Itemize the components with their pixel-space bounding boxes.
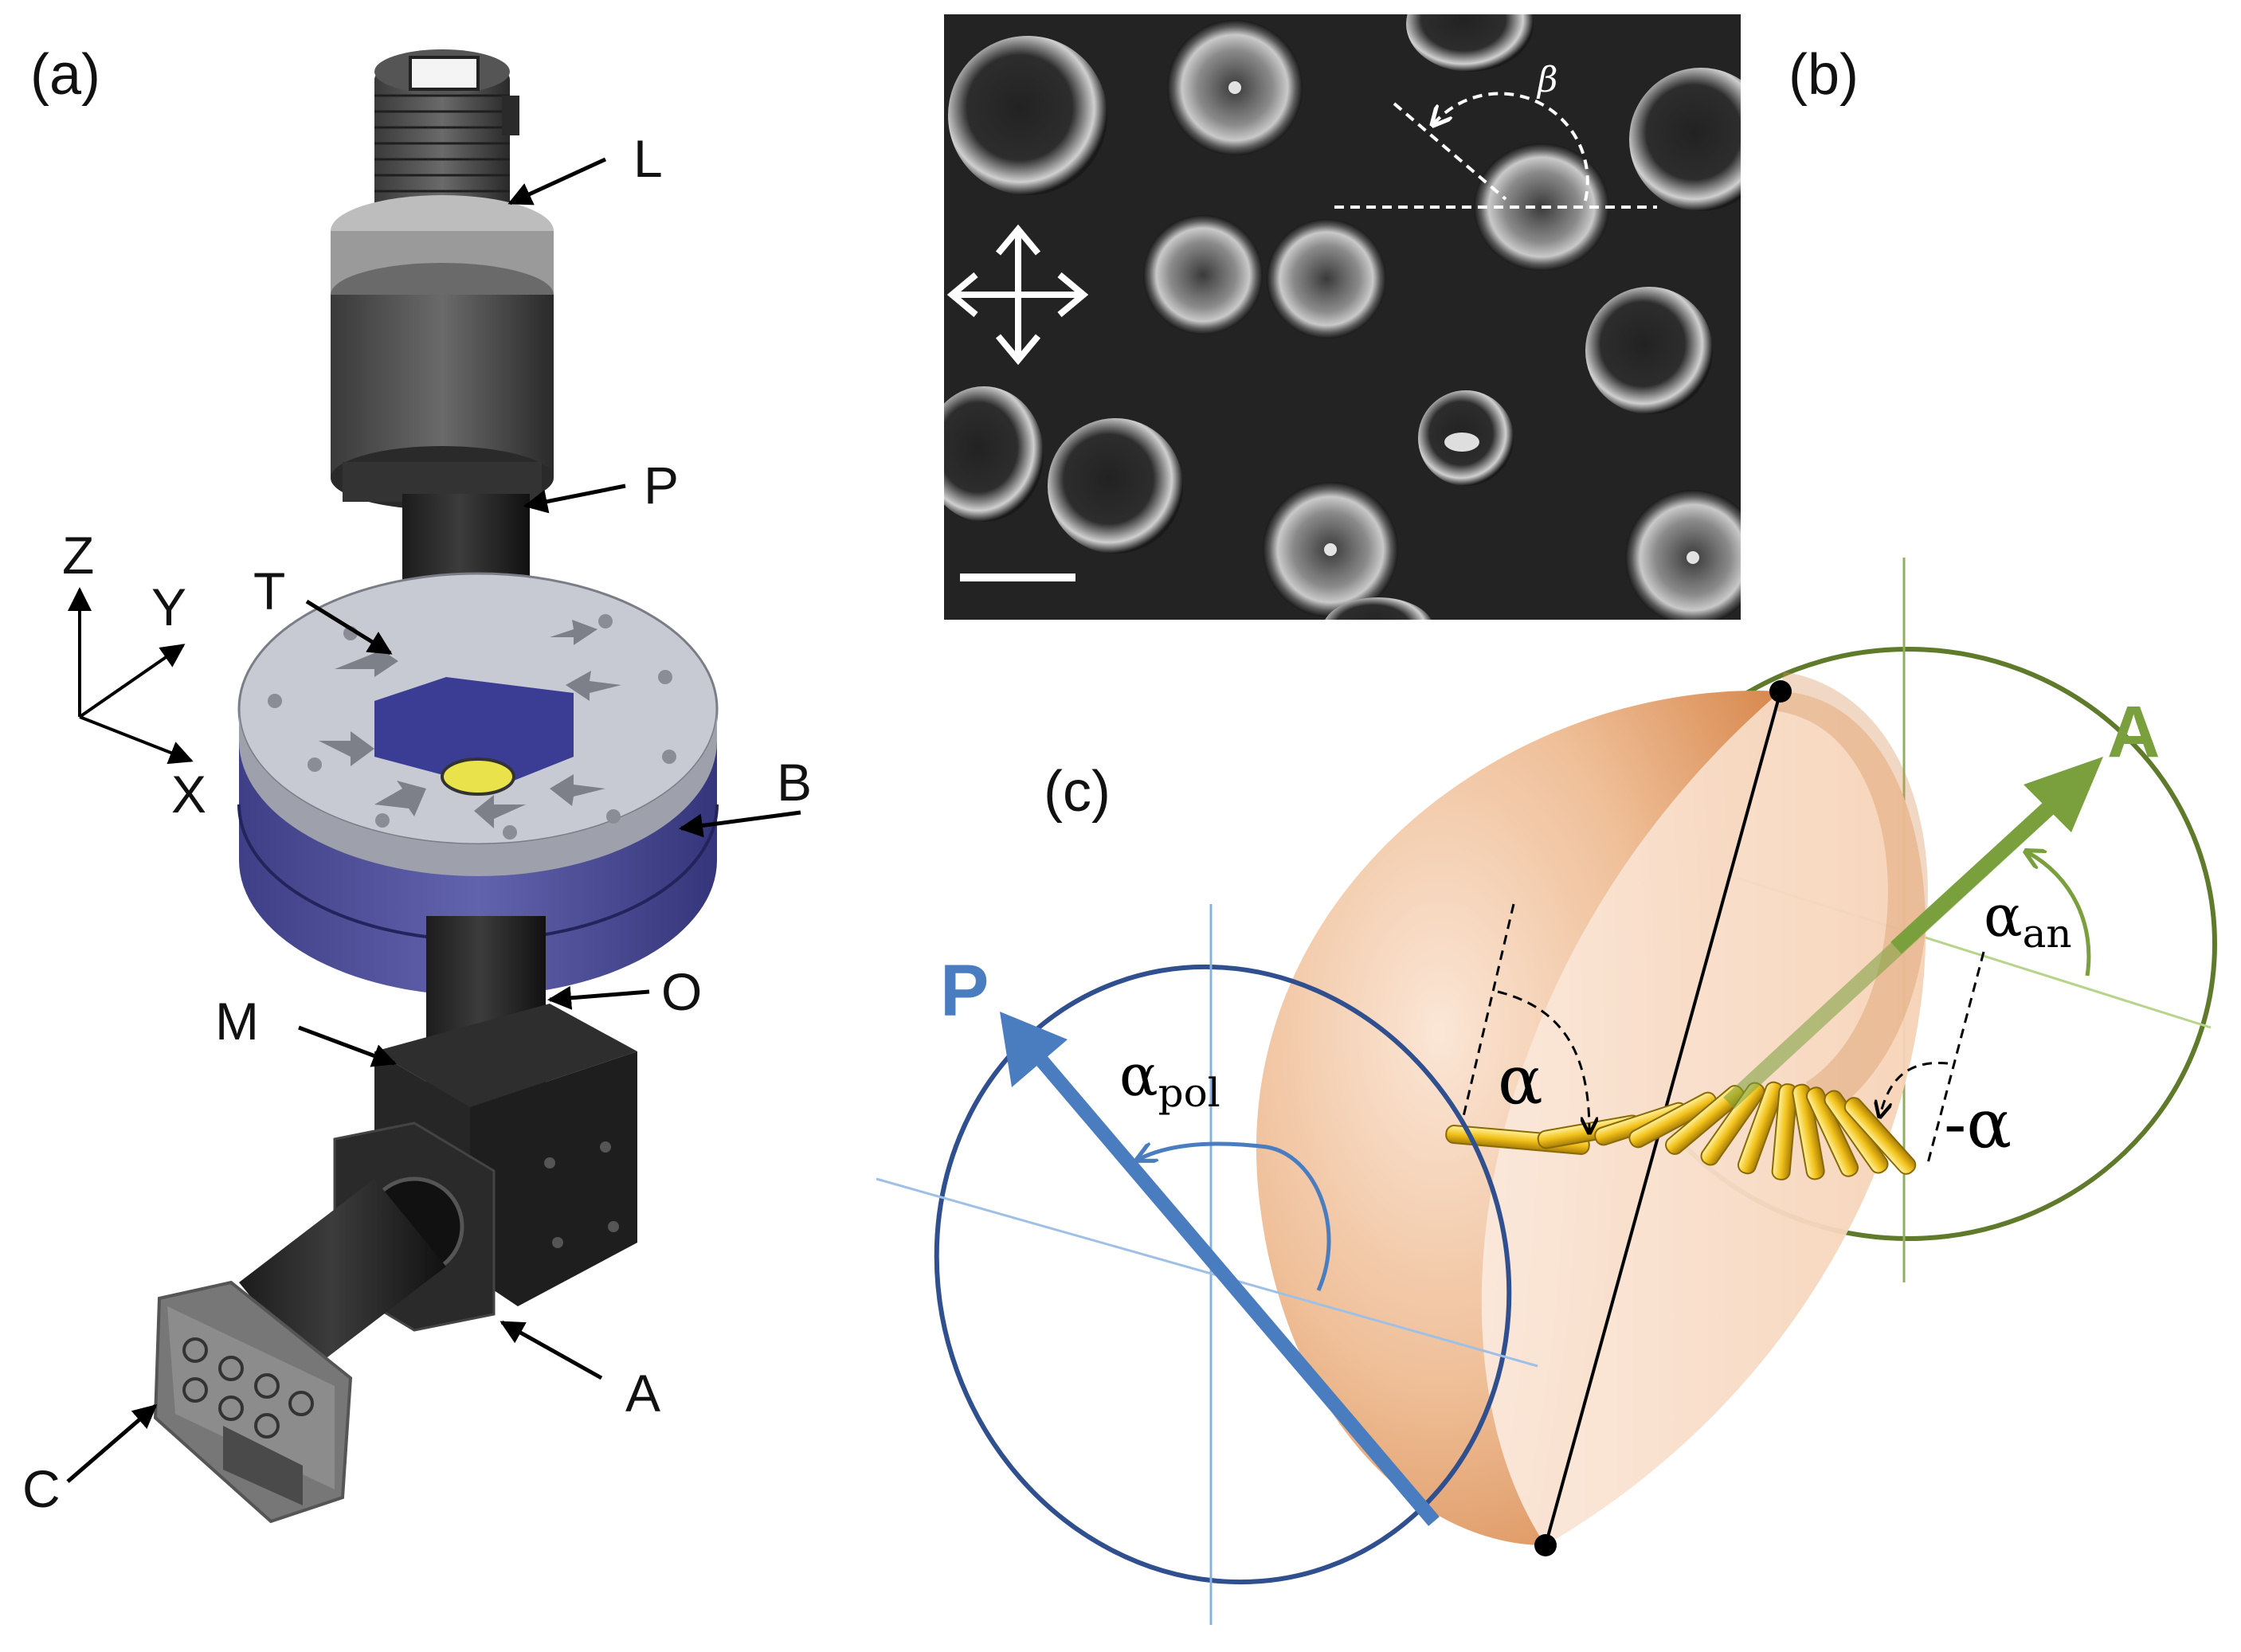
panel-b-label: (b) [1788,43,1859,107]
crossed-polarizers-icon [946,224,1089,366]
polarizer-label: P [940,950,989,1032]
label-P: P [644,456,679,515]
minus-alpha-label: -α [1944,1085,2012,1163]
alpha-label: α [1498,1041,1543,1119]
leader-lines [66,157,801,1483]
alpha-pol-label: αpol [1119,1042,1220,1116]
axis-x-label: X [171,765,206,824]
panel-b: (b) [944,14,1859,620]
beta-angle-annotation [1334,92,1657,209]
label-L: L [633,129,663,188]
alpha-an-arc [2027,852,2091,977]
panel-a-label: (a) [30,43,100,107]
director-rods [1445,1081,1917,1180]
label-M: M [215,992,259,1051]
alpha-angle-guides [1460,903,1985,1164]
label-O: O [661,962,702,1021]
label-T: T [253,562,285,620]
scale-bar [960,574,1075,581]
label-B: B [777,753,812,812]
axis-y-label: Y [151,577,186,636]
microscope-body [153,1004,637,1524]
polarizer-horizontal-axis [876,1177,1538,1368]
light-source-illustration [331,49,554,510]
coordinate-axes [68,587,194,765]
analyzer-label: A [2107,691,2160,773]
analyzer-arrowhead [2024,757,2103,832]
polarizer-arrow [1018,1035,1440,1526]
alpha-an-label: αan [1984,883,2072,957]
panel-c-label: (c) [1044,760,1111,824]
stage-illustration [237,572,719,996]
axis-z-label: Z [62,526,94,585]
panel-c: (c) [876,558,2217,1625]
polarizer-arrowhead [1000,1012,1068,1087]
label-A: A [625,1364,660,1423]
label-C: C [22,1459,61,1518]
beta-label: β [1536,60,1557,100]
alpha-pol-arc [1139,1141,1331,1292]
polarizer-circle [934,964,1512,1585]
panel-a: (a) [22,43,812,1524]
